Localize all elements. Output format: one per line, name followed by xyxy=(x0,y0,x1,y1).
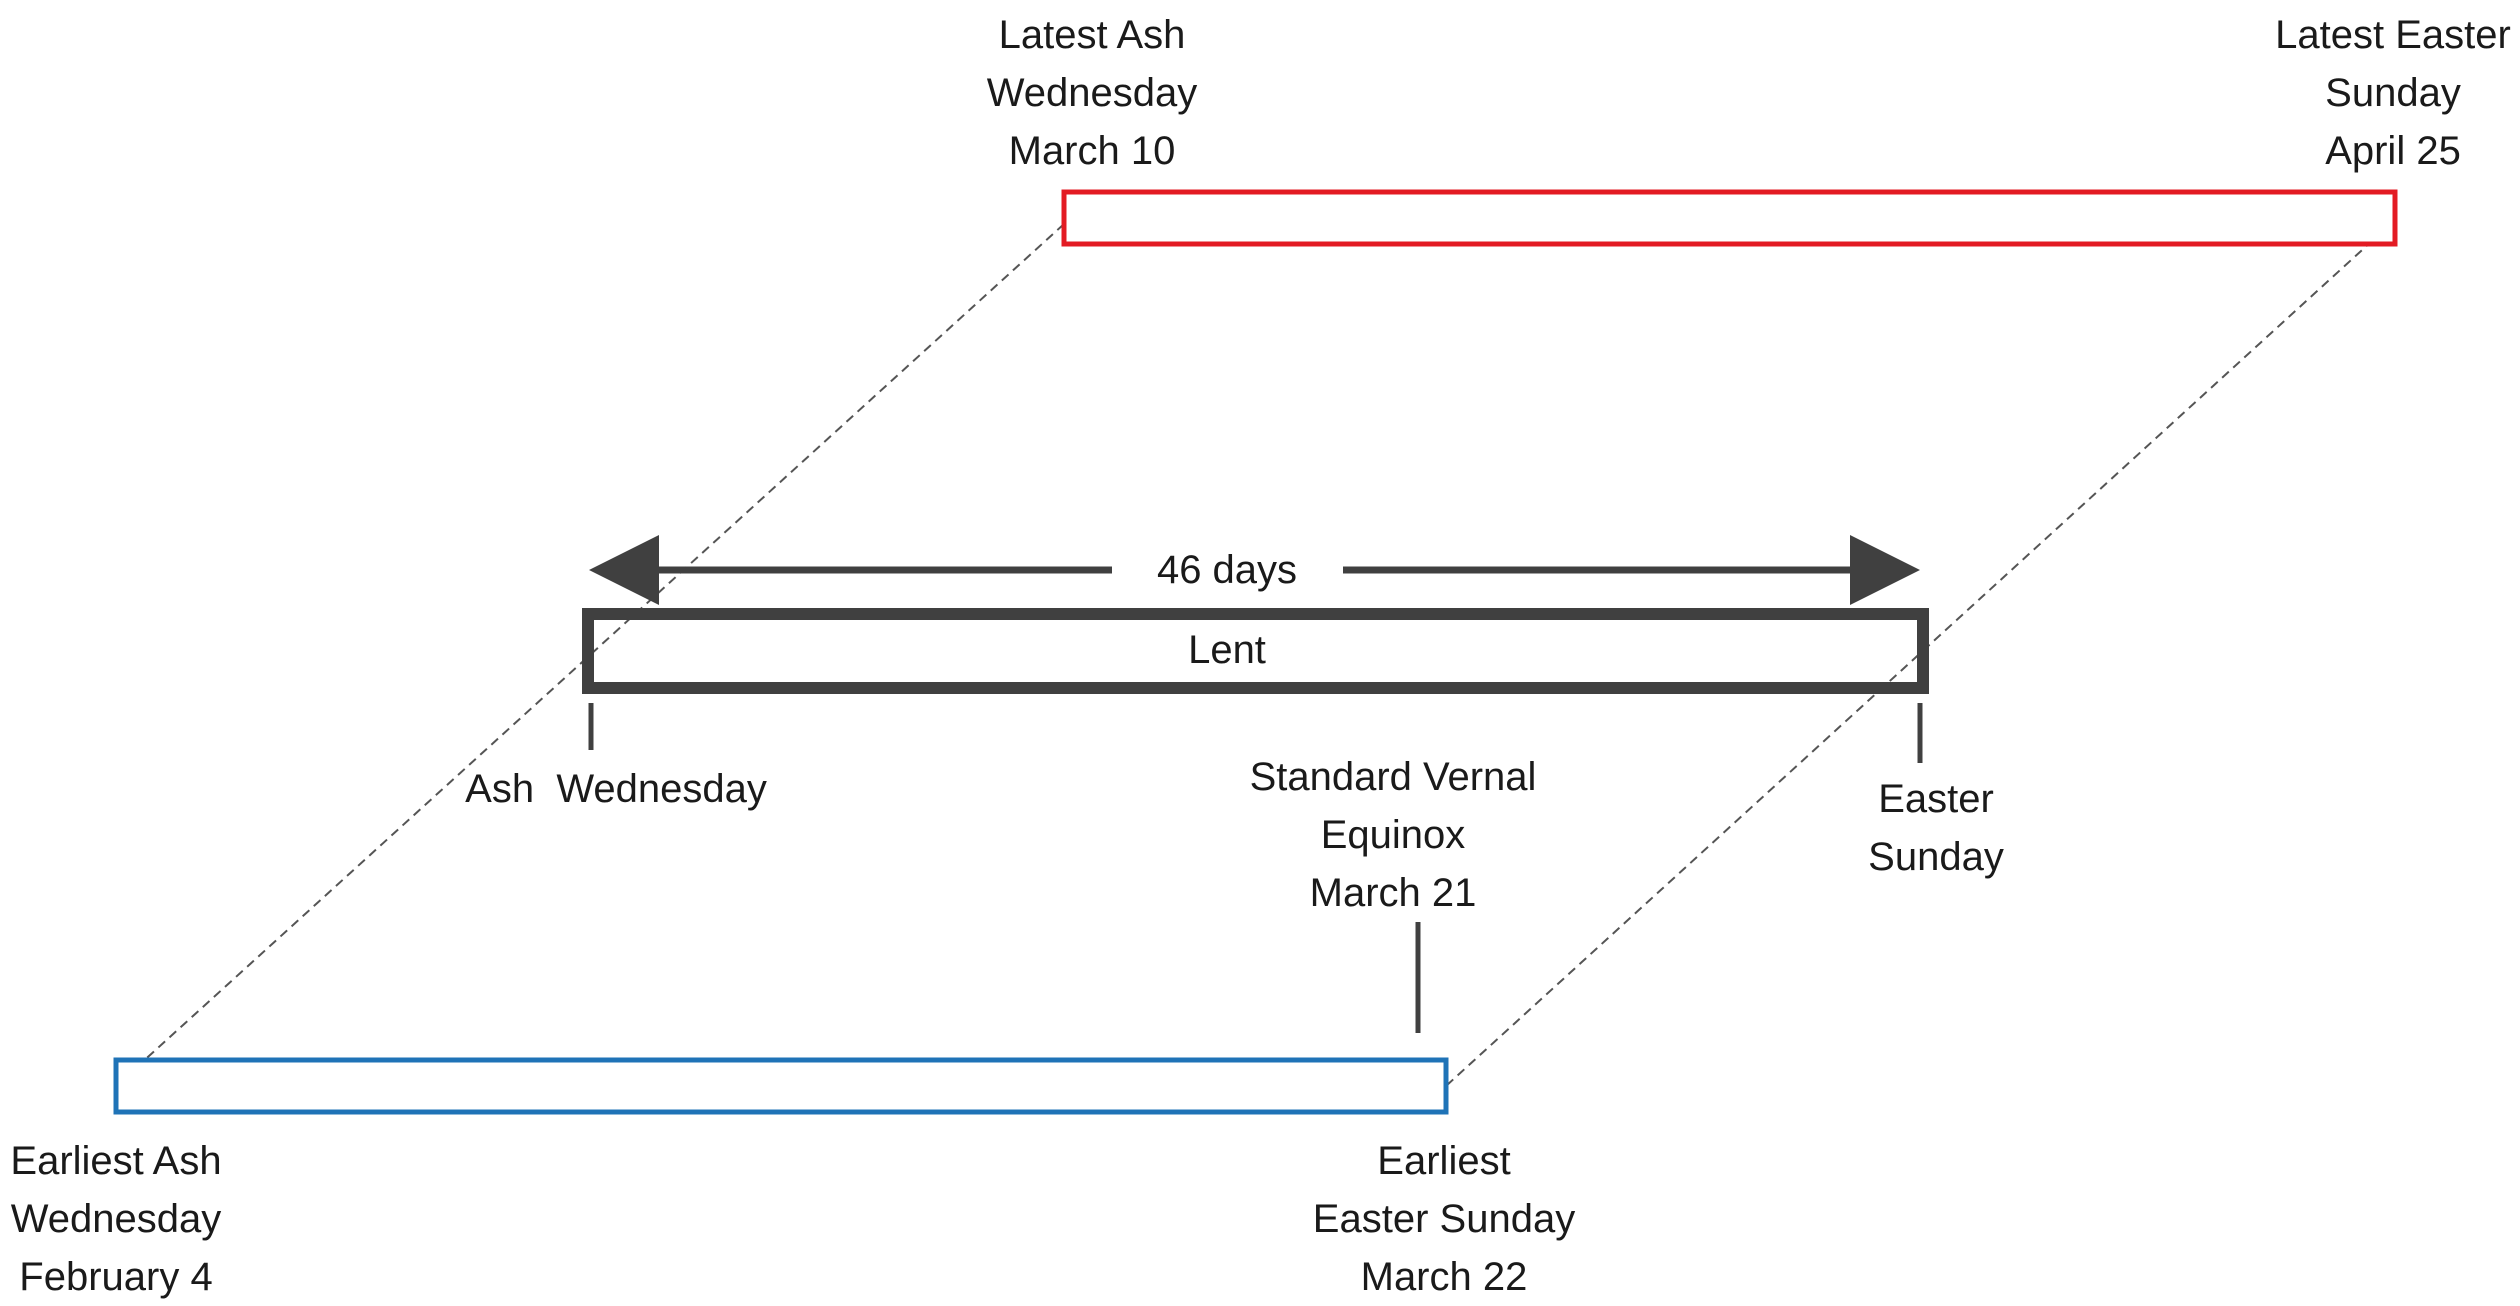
ash-wednesday-label: Ash Wednesday xyxy=(465,767,767,811)
lent-bar xyxy=(582,608,1929,694)
earliest-lent-bar xyxy=(113,1057,1449,1115)
duration-label: 46 days xyxy=(1144,546,1310,594)
guide-line-easter-sunday xyxy=(1445,219,2396,1087)
earliest-easter-sunday-label: Earliest Easter Sunday March 22 xyxy=(1312,1139,1576,1299)
latest-ash-wednesday-label: Latest Ash Wednesday March 10 xyxy=(986,13,1198,173)
easter-sunday-label: Easter Sunday xyxy=(1868,777,2004,879)
vernal-equinox-label: Standard Vernal Equinox March 21 xyxy=(1249,755,1537,915)
earliest-ash-wednesday-label: Earliest Ash Wednesday February 4 xyxy=(10,1139,222,1299)
lent-title: Lent xyxy=(1188,628,1266,672)
latest-easter-sunday-label: Latest Easter Sunday April 25 xyxy=(2275,13,2511,173)
latest-lent-bar xyxy=(1061,189,2398,247)
guide-line-ash-wednesday xyxy=(115,223,1065,1087)
